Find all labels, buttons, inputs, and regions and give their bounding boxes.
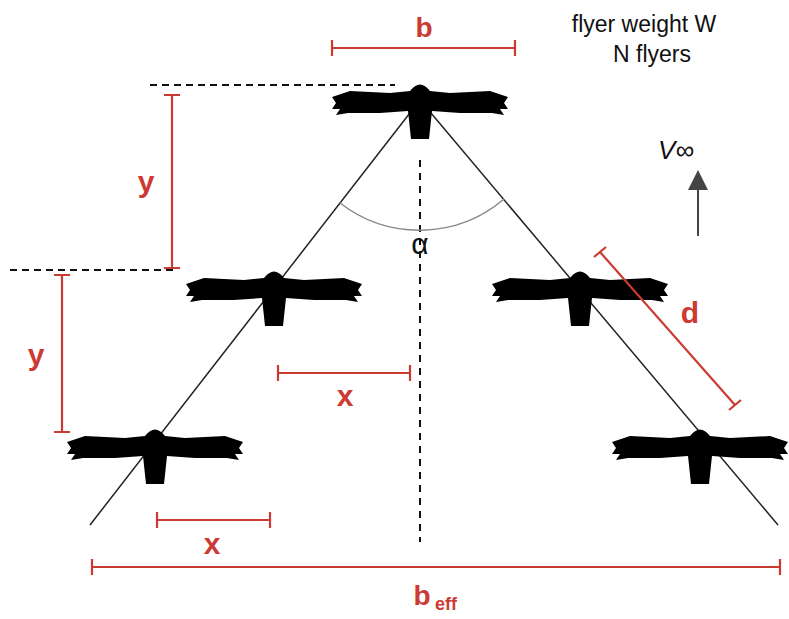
bird-silhouette — [332, 85, 508, 140]
reference-line — [10, 269, 175, 271]
dimension-bars — [54, 40, 780, 575]
bird-silhouette — [612, 430, 788, 485]
angle-label: α — [411, 229, 428, 259]
bird-silhouette — [186, 272, 362, 327]
formation-line — [420, 100, 778, 525]
velocity-arrow — [697, 180, 699, 236]
subscript-label: eff — [435, 595, 457, 613]
dimension-label: b — [415, 14, 432, 42]
bird-silhouette — [67, 430, 243, 485]
reference-line — [150, 84, 395, 86]
angle-arc — [340, 199, 504, 230]
dimension-label: d — [681, 298, 699, 328]
formation-line — [90, 100, 420, 525]
velocity-label: V∞ — [658, 137, 694, 163]
note-label: N flyers — [613, 43, 691, 66]
dimension-label: b — [413, 582, 430, 610]
axis-line — [419, 160, 421, 542]
dimension-label: y — [28, 340, 45, 370]
dimension-label: x — [204, 529, 221, 559]
note-label: flyer weight W — [572, 13, 716, 36]
dimension-label: y — [138, 167, 155, 197]
dimension-label: x — [337, 381, 354, 411]
